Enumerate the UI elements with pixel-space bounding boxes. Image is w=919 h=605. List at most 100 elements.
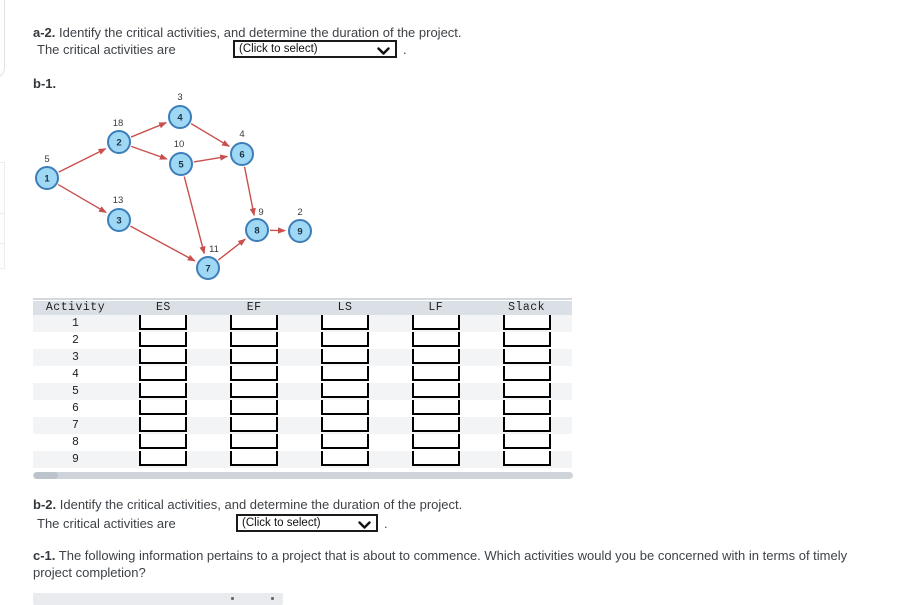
table-cell: [118, 400, 209, 417]
input-es-activity-3[interactable]: [139, 349, 187, 364]
input-ls-activity-6[interactable]: [321, 400, 369, 415]
diagram-node-4: 43: [169, 92, 191, 128]
column-header-lf: LF: [390, 301, 481, 315]
diagram-edge-2-5: [131, 146, 167, 159]
table-cell: [209, 349, 300, 366]
clipped-text-mark: [271, 597, 274, 600]
table-cell: [300, 451, 391, 468]
input-slack-activity-6[interactable]: [503, 400, 551, 415]
input-ef-activity-5[interactable]: [230, 383, 278, 398]
table-row-activity-9: 9: [33, 451, 572, 468]
b2-critical-activities-select[interactable]: (Click to select): [236, 514, 378, 532]
next-table-clipped-header: [33, 593, 283, 605]
input-ls-activity-4[interactable]: [321, 366, 369, 381]
input-lf-activity-1[interactable]: [412, 315, 460, 330]
input-es-activity-7[interactable]: [139, 417, 187, 432]
input-lf-activity-2[interactable]: [412, 332, 460, 347]
a2-prompt: The critical activities are: [37, 42, 176, 58]
table-row-activity-6: 6: [33, 400, 572, 417]
activity-duration-label: 18: [113, 118, 124, 129]
input-lf-activity-6[interactable]: [412, 400, 460, 415]
horizontal-scrollbar[interactable]: [33, 472, 573, 479]
input-es-activity-1[interactable]: [139, 315, 187, 330]
input-slack-activity-5[interactable]: [503, 383, 551, 398]
input-ef-activity-9[interactable]: [230, 451, 278, 466]
a2-critical-activities-select[interactable]: (Click to select): [233, 40, 397, 58]
diagram-edge-1-2: [59, 149, 106, 172]
input-ls-activity-2[interactable]: [321, 332, 369, 347]
input-lf-activity-5[interactable]: [412, 383, 460, 398]
activity-label: 1: [33, 315, 118, 332]
input-slack-activity-2[interactable]: [503, 332, 551, 347]
input-lf-activity-7[interactable]: [412, 417, 460, 432]
input-ef-activity-7[interactable]: [230, 417, 278, 432]
table-cell: [481, 332, 572, 349]
input-ls-activity-8[interactable]: [321, 434, 369, 449]
activity-label: 5: [33, 383, 118, 400]
input-ef-activity-8[interactable]: [230, 434, 278, 449]
table-cell: [481, 417, 572, 434]
input-slack-activity-3[interactable]: [503, 349, 551, 364]
input-es-activity-4[interactable]: [139, 366, 187, 381]
input-ls-activity-5[interactable]: [321, 383, 369, 398]
table-cell: [390, 400, 481, 417]
table-cell: [300, 366, 391, 383]
table-row-activity-4: 4: [33, 366, 572, 383]
a2-period: .: [403, 42, 407, 58]
node-number: 4: [177, 113, 183, 124]
input-ef-activity-2[interactable]: [230, 332, 278, 347]
table-cell: [118, 383, 209, 400]
table-cell: [300, 332, 391, 349]
table-row-activity-7: 7: [33, 417, 572, 434]
chevron-down-icon: [358, 521, 371, 530]
input-slack-activity-1[interactable]: [503, 315, 551, 330]
input-ls-activity-3[interactable]: [321, 349, 369, 364]
diagram-node-6: 64: [231, 129, 253, 165]
column-header-activity: Activity: [33, 301, 118, 315]
table-cell: [118, 349, 209, 366]
table-cell: [209, 332, 300, 349]
table-cell: [118, 434, 209, 451]
left-cutoff-box: [0, 162, 5, 214]
diagram-edge-4-6: [191, 124, 229, 147]
input-ef-activity-3[interactable]: [230, 349, 278, 364]
question-a2-text: a-2. Identify the critical activities, a…: [33, 25, 462, 41]
table-cell: [481, 383, 572, 400]
node-number: 6: [239, 150, 244, 161]
table-row-activity-5: 5: [33, 383, 572, 400]
input-es-activity-2[interactable]: [139, 332, 187, 347]
diagram-edge-6-8: [245, 167, 255, 216]
input-es-activity-9[interactable]: [139, 451, 187, 466]
node-number: 3: [116, 216, 121, 227]
table-cell: [209, 434, 300, 451]
input-slack-activity-9[interactable]: [503, 451, 551, 466]
activity-duration-label: 5: [44, 154, 49, 165]
input-lf-activity-9[interactable]: [412, 451, 460, 466]
input-ef-activity-1[interactable]: [230, 315, 278, 330]
input-ls-activity-7[interactable]: [321, 417, 369, 432]
table-cell: [390, 434, 481, 451]
input-es-activity-5[interactable]: [139, 383, 187, 398]
table-cell: [390, 332, 481, 349]
activity-label: 8: [33, 434, 118, 451]
activity-label: 7: [33, 417, 118, 434]
input-es-activity-6[interactable]: [139, 400, 187, 415]
input-slack-activity-4[interactable]: [503, 366, 551, 381]
activity-duration-label: 4: [239, 129, 244, 140]
diagram-edge-1-3: [58, 185, 106, 213]
input-ls-activity-9[interactable]: [321, 451, 369, 466]
activity-duration-label: 2: [297, 207, 302, 218]
input-lf-activity-8[interactable]: [412, 434, 460, 449]
input-lf-activity-3[interactable]: [412, 349, 460, 364]
activity-label: 9: [33, 451, 118, 468]
input-slack-activity-8[interactable]: [503, 434, 551, 449]
input-ef-activity-6[interactable]: [230, 400, 278, 415]
input-slack-activity-7[interactable]: [503, 417, 551, 432]
input-ls-activity-1[interactable]: [321, 315, 369, 330]
table-cell: [300, 349, 391, 366]
question-a2-body: Identify the critical activities, and de…: [59, 25, 462, 40]
input-lf-activity-4[interactable]: [412, 366, 460, 381]
scrollbar-thumb[interactable]: [34, 472, 58, 479]
input-es-activity-8[interactable]: [139, 434, 187, 449]
input-ef-activity-4[interactable]: [230, 366, 278, 381]
